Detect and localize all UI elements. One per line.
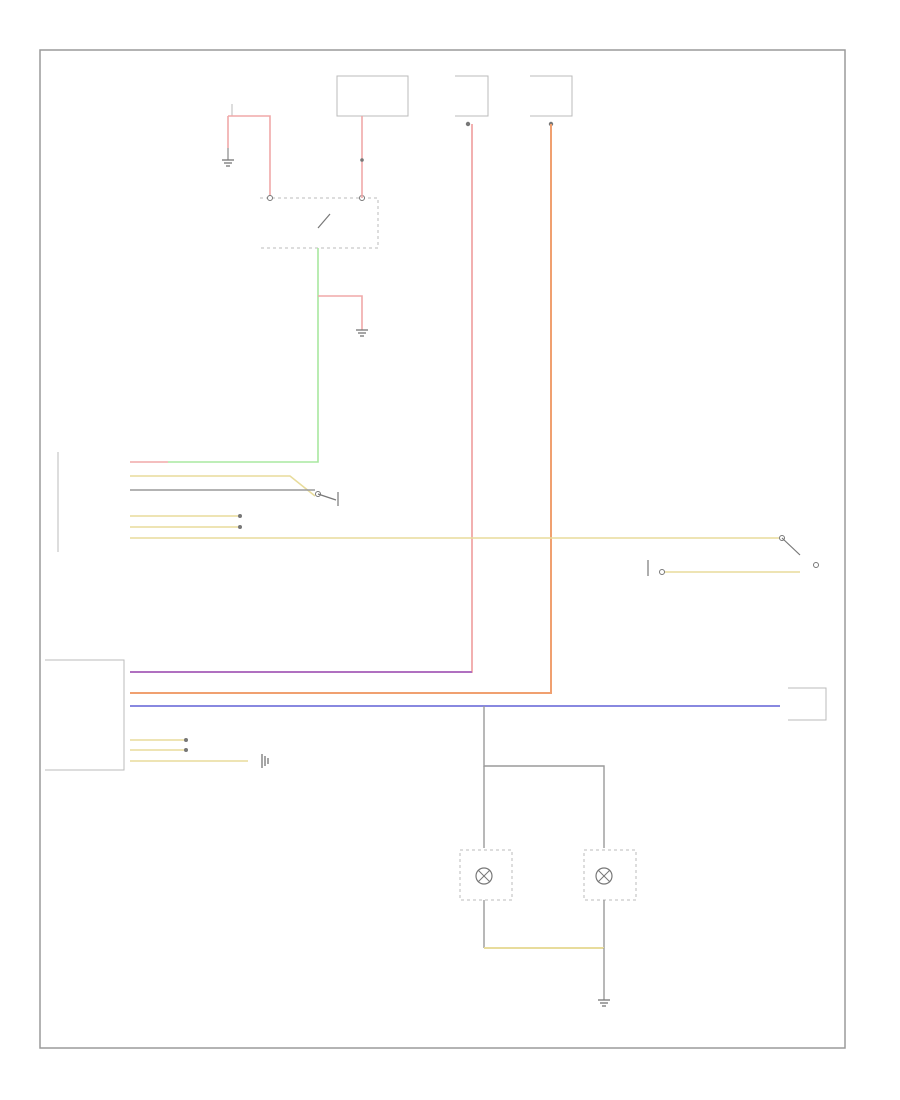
right-connector-box — [788, 687, 827, 721]
wire-red-feed-mid — [130, 124, 473, 673]
brake-light-switch — [647, 535, 819, 576]
wire-orange-feed-right — [130, 124, 552, 694]
fuse-box-left — [336, 75, 409, 198]
fuse-box-mid — [455, 75, 573, 127]
brake-lamp-circuit — [459, 706, 637, 1007]
right-brake-lamp — [583, 849, 637, 901]
ground-symbol-3 — [261, 754, 269, 768]
ecu-upper-pins — [130, 461, 168, 539]
ground-symbol-1 — [222, 159, 234, 167]
flasher-switch-box — [260, 195, 379, 249]
wire-green-switch — [168, 248, 319, 463]
flasher-switch-contact-a — [267, 195, 273, 201]
ecu-upper — [57, 452, 780, 552]
wire-gray-lamp-lower — [483, 900, 605, 948]
left-brake-lamp — [459, 849, 513, 901]
lamp-control-unit — [45, 659, 780, 771]
flasher-switch-arm — [317, 213, 331, 229]
wire-red-flasher — [228, 115, 271, 198]
flasher-connector-block — [222, 104, 271, 198]
hazard-switch-symbol — [315, 491, 339, 506]
ground-symbol-2 — [356, 329, 368, 337]
wire-yellow-switch — [168, 475, 316, 497]
wire-red-ground-2 — [318, 295, 363, 330]
diagram-border — [39, 49, 846, 1049]
lamp-control-pins — [130, 739, 248, 762]
ground-symbol-4 — [598, 999, 610, 1007]
wire-gray-lamp-feed — [483, 706, 605, 848]
